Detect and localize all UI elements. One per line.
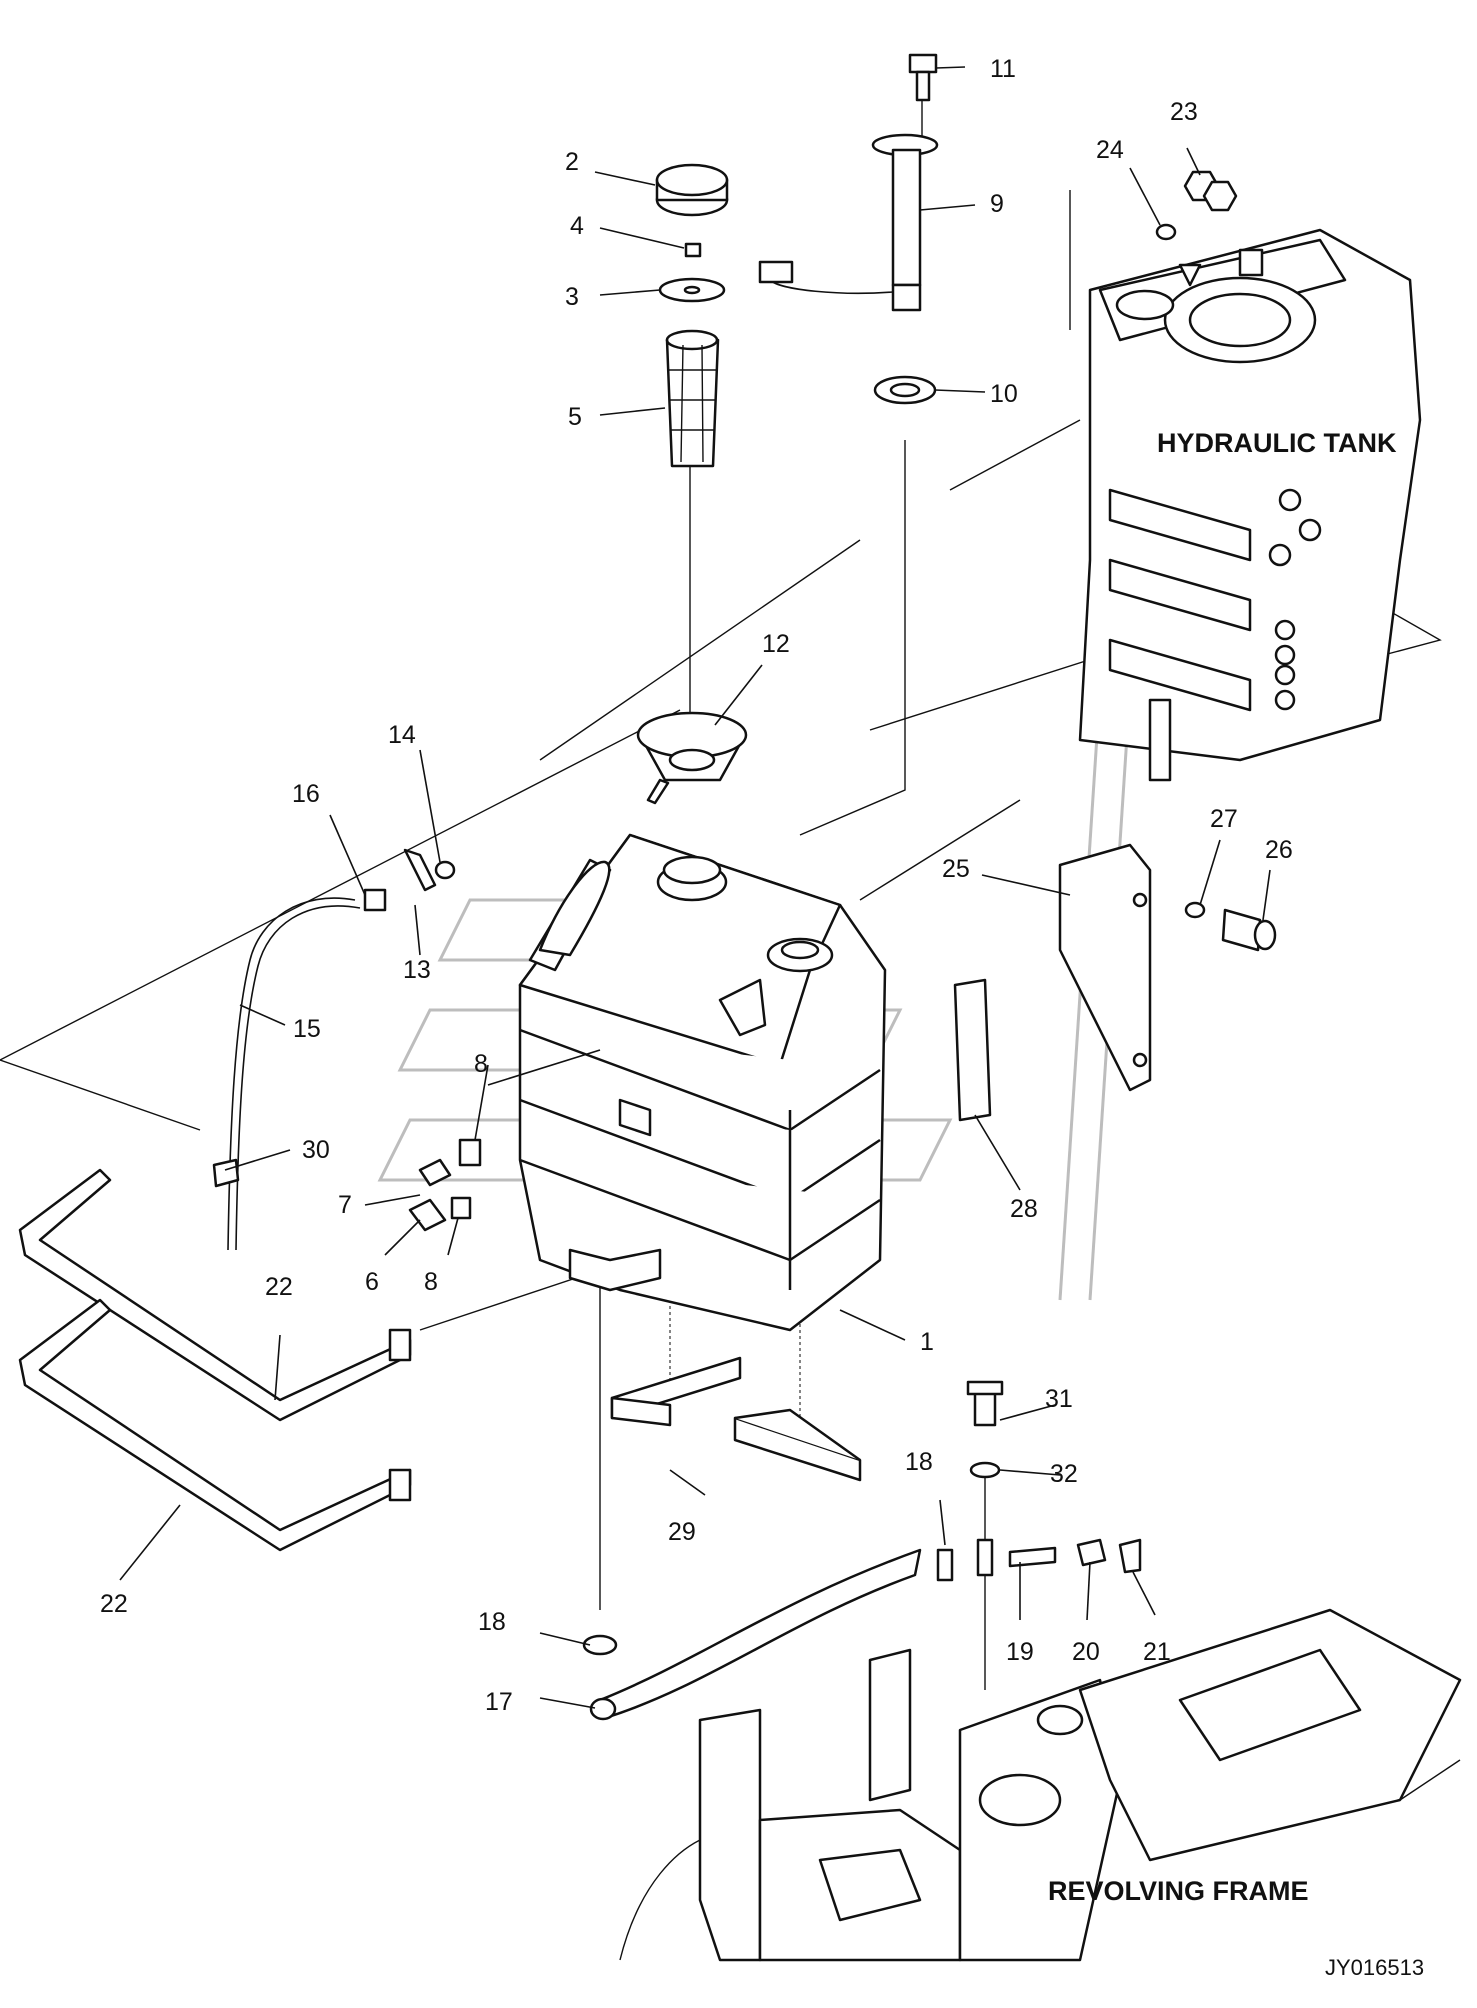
part-2-3-4-5 <box>655 163 729 468</box>
callout-24: 24 <box>1096 136 1124 164</box>
part-12 <box>636 711 748 805</box>
callout-30: 30 <box>302 1136 330 1164</box>
revolving-frame-label: REVOLVING FRAME <box>1048 1876 1309 1906</box>
callout-21: 21 <box>1143 1638 1171 1666</box>
callout-18-lower: 18 <box>478 1608 506 1636</box>
part-15-30 <box>212 897 361 1251</box>
callout-2: 2 <box>565 148 579 176</box>
callout-23: 23 <box>1170 98 1198 126</box>
callout-12: 12 <box>762 630 790 658</box>
callout-28: 28 <box>1010 1195 1038 1223</box>
callout-14: 14 <box>388 721 416 749</box>
callout-11: 11 <box>990 55 1016 83</box>
callout-19: 19 <box>1006 1638 1034 1666</box>
callout-9: 9 <box>990 190 1004 218</box>
part-25-26-27-28 <box>953 843 1277 1122</box>
part-19-21-31-32 <box>966 1380 1142 1577</box>
callout-31: 31 <box>1045 1385 1073 1413</box>
part-22-bands <box>18 1168 412 1552</box>
callout-26: 26 <box>1265 836 1293 864</box>
callout-6: 6 <box>365 1268 379 1296</box>
callouts: 1 2 3 4 5 6 7 8 8 9 10 11 12 13 14 15 16… <box>100 55 1293 1716</box>
callout-7: 7 <box>338 1191 352 1219</box>
callout-5: 5 <box>568 403 582 431</box>
hydraulic-tank-label: HYDRAULIC TANK <box>1157 428 1397 458</box>
callout-13: 13 <box>403 956 431 984</box>
callout-3: 3 <box>565 283 579 311</box>
callout-8-upper: 8 <box>474 1050 488 1078</box>
part-1-fuel-tank <box>518 833 887 1332</box>
callout-1: 1 <box>920 1328 934 1356</box>
part-13-14-16 <box>363 848 456 912</box>
callout-22-upper: 22 <box>265 1273 293 1301</box>
leader-lines <box>119 66 1271 1709</box>
callout-10: 10 <box>990 380 1018 408</box>
part-29-pads <box>610 1356 862 1482</box>
callout-32: 32 <box>1050 1460 1078 1488</box>
callout-29: 29 <box>668 1518 696 1546</box>
part-6-7-8 <box>408 1138 482 1232</box>
hydraulic-tank-assembly: HYDRAULIC TANK <box>1078 228 1422 782</box>
drawing-code: JY016513 <box>1325 1955 1424 1980</box>
part-9-10-11 <box>758 53 939 405</box>
explosion-lines <box>0 100 1442 1690</box>
callout-4: 4 <box>570 212 584 240</box>
revolving-frame-assembly: REVOLVING FRAME <box>619 1608 1462 1962</box>
callout-15: 15 <box>293 1015 321 1043</box>
part-23-24 <box>1155 170 1238 241</box>
callout-27: 27 <box>1210 805 1238 833</box>
callout-8-lower: 8 <box>424 1268 438 1296</box>
callout-22-lower: 22 <box>100 1590 128 1618</box>
part-17-18 <box>582 1548 954 1721</box>
callout-25: 25 <box>942 855 970 883</box>
callout-16: 16 <box>292 780 320 808</box>
callout-20: 20 <box>1072 1638 1100 1666</box>
callout-17: 17 <box>485 1688 513 1716</box>
callout-18-upper: 18 <box>905 1448 933 1476</box>
